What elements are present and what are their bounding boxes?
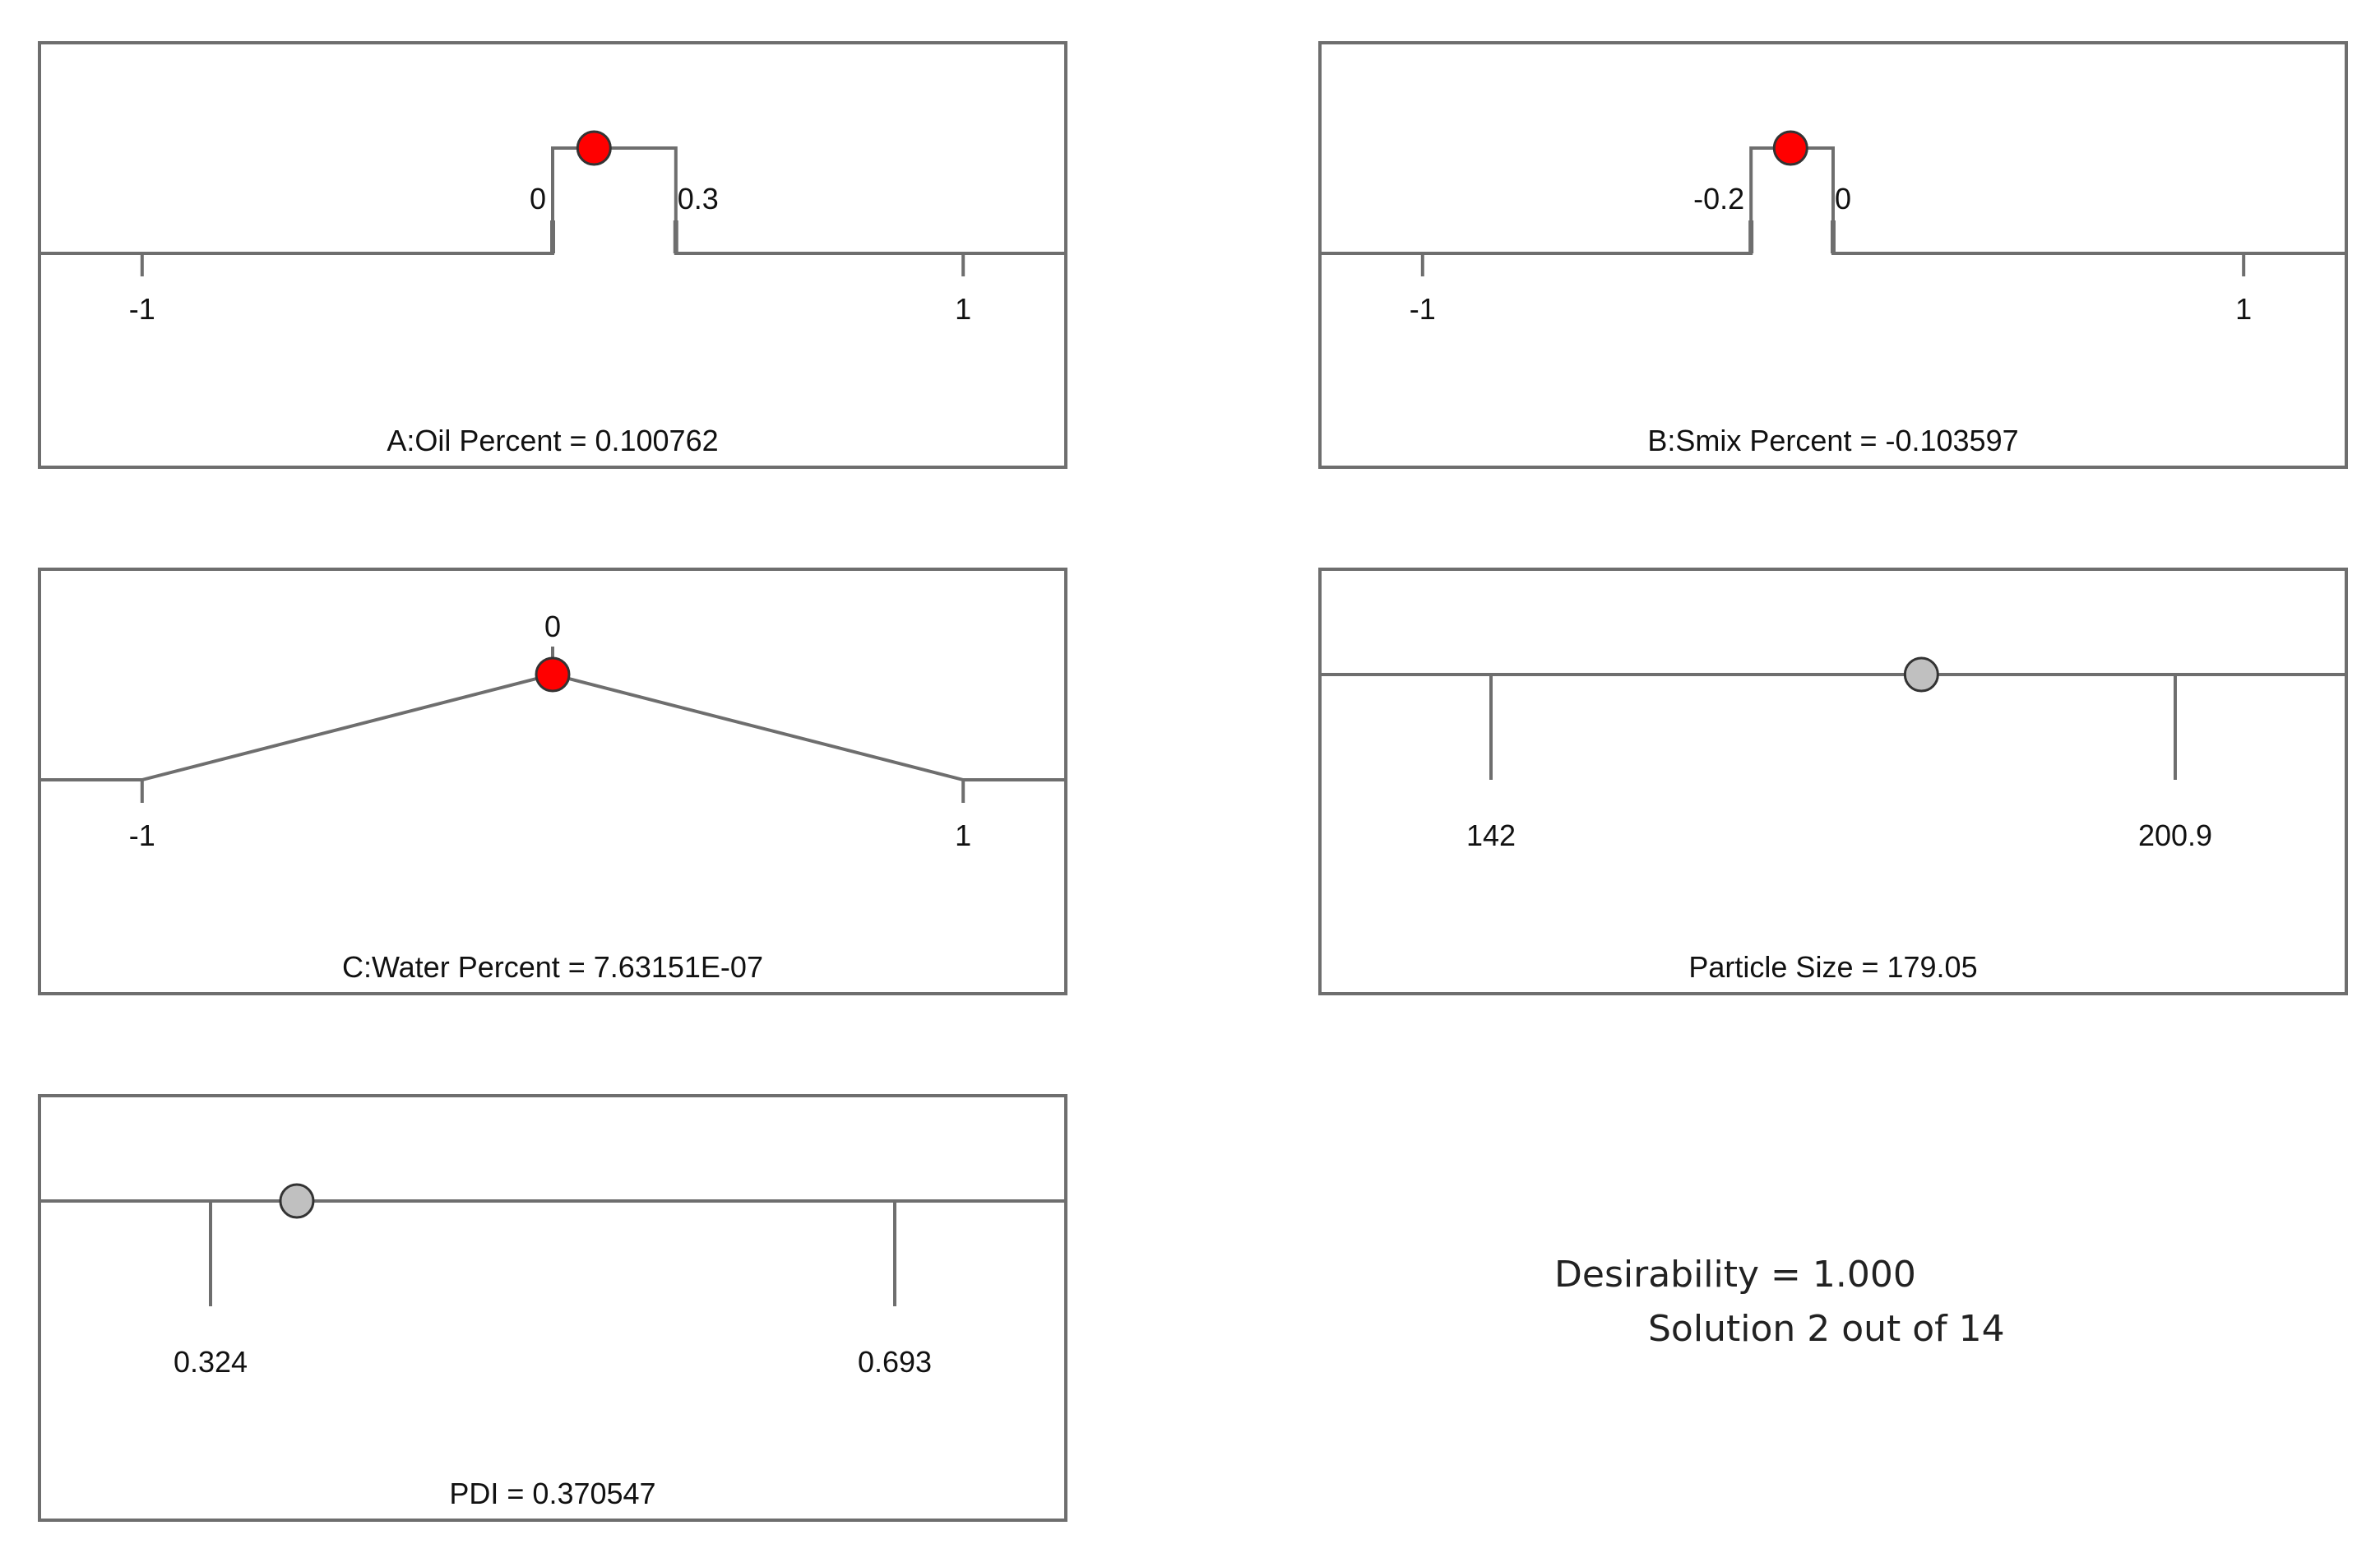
desirability-label: Desirability = 1.000: [1554, 1254, 1916, 1296]
ramp-title: PDI = 0.370547: [449, 1477, 655, 1510]
current-value-marker: [279, 1183, 315, 1219]
axis-tick-label: -1: [1410, 292, 1436, 326]
solution-summary: Desirability = 1.000 Solution 2 out of 1…: [1554, 1254, 2163, 1369]
axis-tick-label: 1: [2235, 292, 2252, 326]
current-value-marker: [535, 656, 571, 693]
current-value-marker: [576, 130, 612, 166]
ramp-frame: [38, 1094, 1067, 1522]
axis-tick-label: 1: [955, 818, 971, 852]
goal-high-label: 0.3: [678, 182, 719, 216]
desirability-line: [39, 146, 1066, 255]
axis-tick-label: 0.324: [174, 1345, 248, 1379]
ramp-title: C:Water Percent = 7.63151E-07: [342, 950, 763, 984]
axis-tick-label: -1: [129, 818, 155, 852]
axis-tick-label: 142: [1466, 818, 1516, 852]
ramp-title: B:Smix Percent = -0.103597: [1647, 424, 2018, 457]
ramp-frame: [1318, 568, 2348, 995]
axis-tick-label: 1: [955, 292, 971, 326]
current-value-marker: [1903, 656, 1939, 693]
solution-counter: Solution 2 out of 14: [1648, 1308, 2005, 1350]
axis-tick-label: -1: [129, 292, 155, 326]
axis-tick-label: 0.693: [858, 1345, 932, 1379]
ramp-frame: [38, 568, 1067, 995]
axis-tick-label: 200.9: [2138, 818, 2212, 852]
ramp-title: Particle Size = 179.05: [1688, 950, 1977, 984]
ramp-oil-percent: 0 0.3 -1 1A:Oil Percent = 0.100762: [38, 41, 1067, 469]
goal-low-label: -0.2: [1693, 182, 1744, 216]
goal-target-label: 0: [544, 610, 561, 643]
ramp-smix-percent: -0.2 0 -1 1B:Smix Percent = -0.103597: [1318, 41, 2348, 469]
goal-low-label: 0: [530, 182, 546, 216]
ramp-title: A:Oil Percent = 0.100762: [387, 424, 718, 457]
ramp-water-percent: 0 -1 1C:Water Percent = 7.63151E-07: [38, 568, 1067, 995]
goal-high-label: 0: [1835, 182, 1851, 216]
current-value-marker: [1772, 130, 1808, 166]
